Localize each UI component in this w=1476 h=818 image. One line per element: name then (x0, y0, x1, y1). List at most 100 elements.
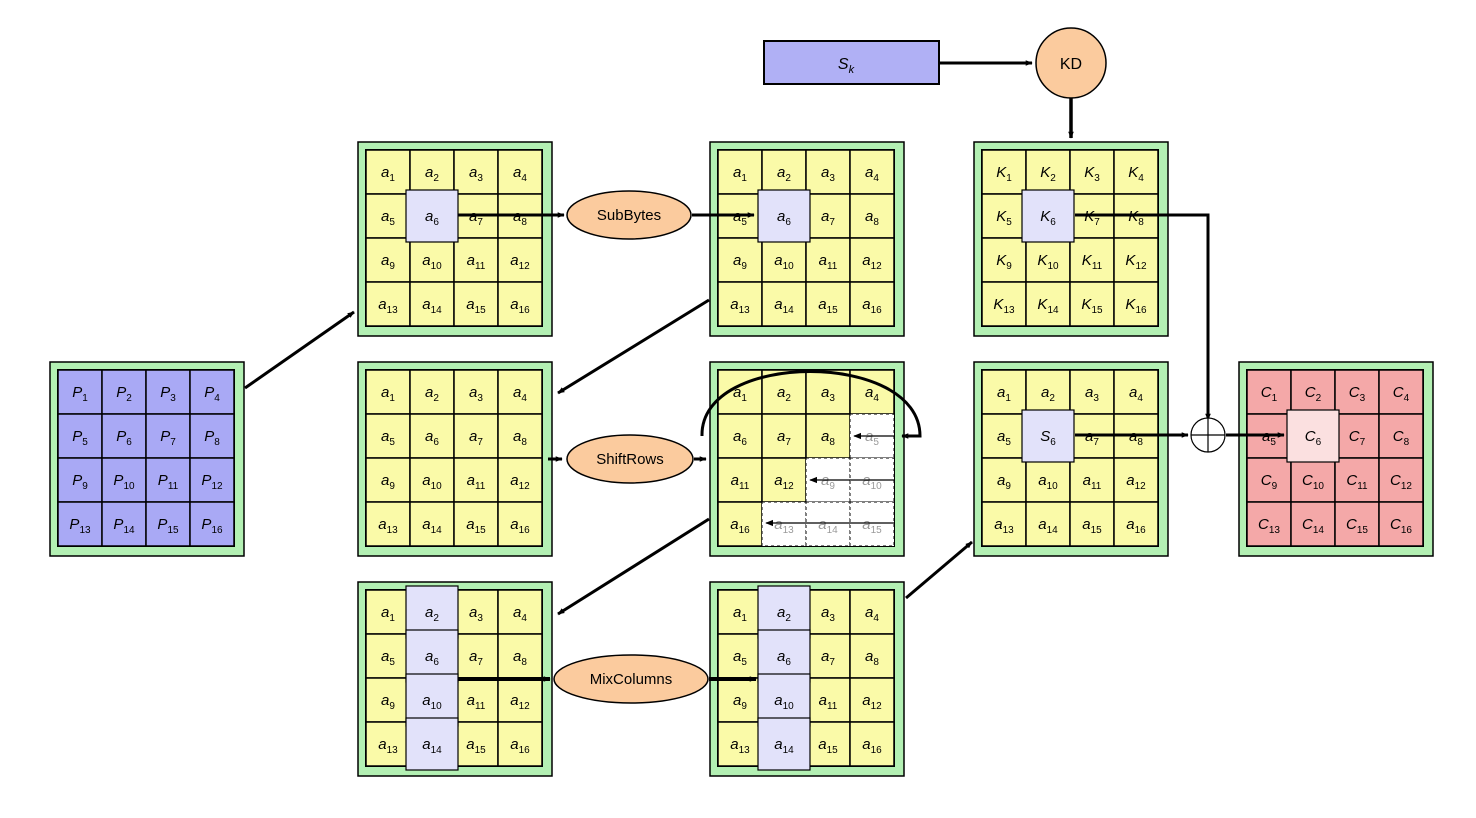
cell-label: a16 (510, 516, 530, 536)
cell-label-sub: 4 (521, 173, 527, 184)
key-source-sub: k (849, 64, 855, 76)
highlighted-cell-label-sub: 6 (785, 217, 791, 228)
cell-label-base: a (466, 516, 474, 533)
cell-label-sub: 9 (389, 261, 395, 272)
cell-label-sub: 4 (214, 393, 220, 404)
cell-label-sub: 11 (1357, 481, 1368, 492)
grid-cell (1025, 237, 1071, 283)
cell-label-base: a (862, 252, 870, 269)
grid-cell (453, 237, 499, 283)
cell-label-sub: 11 (1091, 481, 1102, 492)
cell-label: P11 (158, 472, 179, 492)
grid-cell (409, 413, 455, 459)
cell-label-base: a (865, 384, 873, 401)
grid-cell (849, 237, 895, 283)
cell-label: a2 (777, 384, 791, 404)
cell-label: C16 (1390, 516, 1412, 536)
grid-cell (365, 193, 411, 239)
cell-label-base: a (513, 648, 521, 665)
cell-label-base: K (1082, 252, 1093, 269)
grid-cell (805, 237, 851, 283)
cell-label-base: a (821, 208, 829, 225)
cell-label: P3 (160, 384, 176, 404)
cell-label: P12 (201, 472, 223, 492)
highlighted-cell-label-sub: 2 (433, 613, 439, 624)
cell-label-sub: 8 (829, 437, 835, 448)
cell-label-sub: 12 (519, 481, 531, 492)
highlighted-cell-label-base: a (777, 604, 785, 621)
cell-label-sub: 15 (827, 305, 839, 316)
cell-label: P16 (201, 516, 223, 536)
highlighted-cell-label-base: a (777, 208, 785, 225)
cell-label: C3 (1349, 384, 1366, 404)
cell-label-sub: 4 (521, 393, 527, 404)
highlighted-cell (405, 717, 459, 771)
cell-label-sub: 9 (1006, 261, 1012, 272)
plaintext-to-state1-arrow (244, 310, 355, 390)
highlighted-cell-label-base: a (425, 208, 433, 225)
cell-label-base: a (510, 472, 518, 489)
grid-cell (1113, 457, 1159, 503)
highlighted-cell-label-base: a (422, 736, 430, 753)
cell-label-sub: 7 (829, 217, 835, 228)
cell-label: a9 (997, 472, 1011, 492)
cell-label-base: a (821, 428, 829, 445)
cell-label: C12 (1390, 472, 1412, 492)
cell-label-sub: 12 (1135, 481, 1147, 492)
cell-label-base: a (997, 472, 1005, 489)
cell-label-sub: 2 (785, 393, 791, 404)
subbytes-oval (566, 190, 692, 240)
grid-cell (365, 721, 411, 767)
grid-cell (981, 281, 1027, 327)
cell-label-base: P (72, 472, 82, 489)
cell-label-sub: 9 (389, 701, 395, 712)
cell-label: a7 (777, 428, 791, 448)
cell-label-base: a (469, 604, 477, 621)
cell-label-base: P (160, 384, 170, 401)
highlighted-cell-label: C6 (1305, 428, 1322, 448)
grid-cell (1113, 369, 1159, 415)
cell-label: a12 (510, 692, 530, 712)
cell-label-base: a (733, 648, 741, 665)
shiftrows-oval (566, 434, 694, 484)
cell-label: a11 (731, 472, 750, 492)
connector-arrows (244, 60, 1285, 682)
cell-label-base: a (422, 252, 430, 269)
grid-cell (1113, 281, 1159, 327)
key-source-box: Sk (763, 40, 940, 85)
grid-cell (1069, 281, 1115, 327)
cell-label-sub: 16 (519, 745, 531, 756)
cell-label-base: C (1390, 472, 1401, 489)
cell-label: a1 (381, 604, 395, 624)
cell-label-sub: 3 (829, 613, 835, 624)
grid-cell (717, 501, 763, 547)
cell-label: K14 (1037, 296, 1059, 316)
cell-label-sub: 12 (871, 261, 883, 272)
cell-label-base: C (1258, 516, 1269, 533)
cell-label-sub: 15 (1357, 525, 1369, 536)
cell-label: a8 (865, 208, 879, 228)
cell-label-base: a (865, 208, 873, 225)
cell-label: a4 (1129, 384, 1143, 404)
cell-label: K13 (993, 296, 1015, 316)
cell-label-base: a (818, 736, 826, 753)
cell-label-sub: 2 (1316, 393, 1322, 404)
grid-cell (849, 633, 895, 679)
grid-cell (849, 149, 895, 195)
cell-label: K11 (1082, 252, 1103, 272)
cell-label-base: a (513, 384, 521, 401)
cell-label-sub: 15 (167, 525, 179, 536)
cell-label-base: a (510, 516, 518, 533)
grid-cell (365, 457, 411, 503)
cell-label-base: a (469, 164, 477, 181)
cell-label-sub: 10 (431, 481, 443, 492)
highlighted-cell-label-sub: 14 (783, 745, 795, 756)
cell-label: a4 (865, 604, 879, 624)
cell-label-base: K (996, 208, 1007, 225)
cell-label: a4 (865, 164, 879, 184)
grid-cell (981, 193, 1027, 239)
cell-label: a4 (513, 384, 527, 404)
